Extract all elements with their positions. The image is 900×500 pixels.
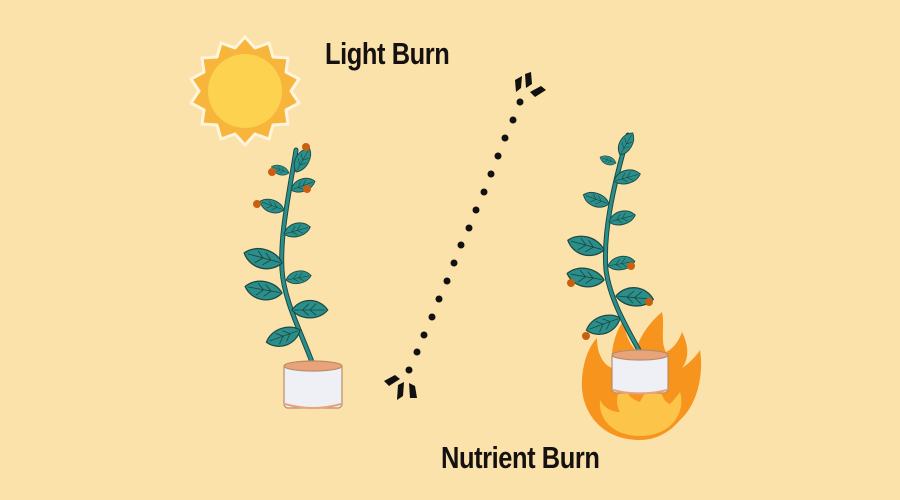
sun-icon	[189, 35, 301, 147]
nutrient-burn-label: Nutrient Burn	[441, 440, 600, 475]
plant-icon	[564, 129, 669, 395]
light-burn-label: Light Burn	[325, 36, 450, 71]
plant-icon	[240, 143, 343, 409]
double-arrow-icon	[384, 72, 546, 400]
